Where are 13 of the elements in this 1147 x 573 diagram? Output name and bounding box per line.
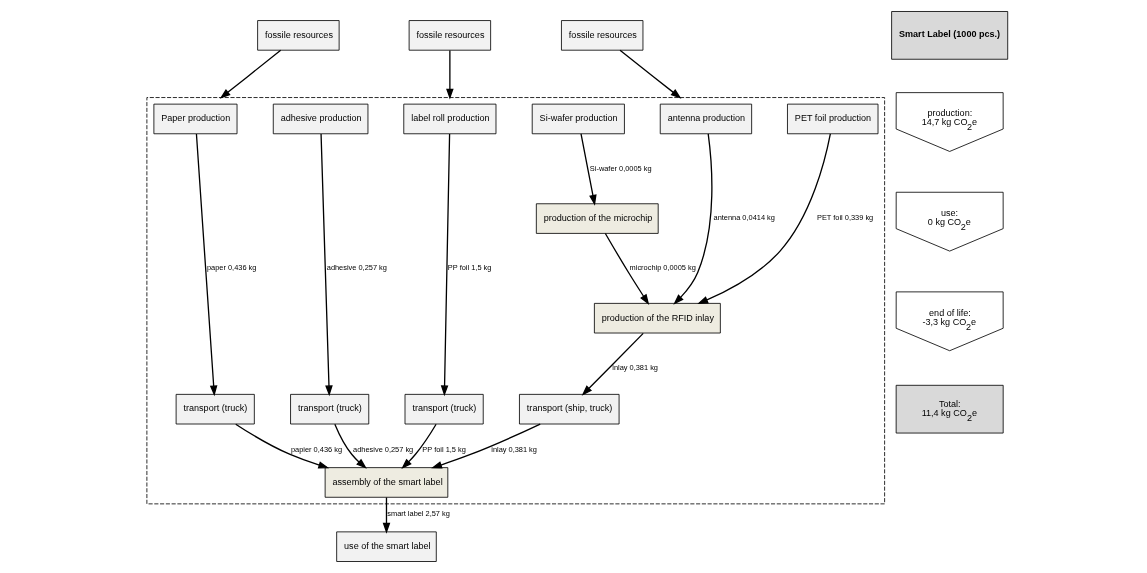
edge-label: microchip 0,0005 kg <box>629 263 696 273</box>
edge-label: adhesive 0,257 kg <box>326 263 387 273</box>
edge-label: antenna 0,0414 kg <box>713 213 775 223</box>
edge-label: inlay 0,381 kg <box>611 362 658 372</box>
edge-label: papier 0,436 kg <box>290 445 342 455</box>
edge-label: inlay 0,381 kg <box>490 445 537 455</box>
edge-label: adhesive 0,257 kg <box>352 445 413 455</box>
edge-label: PP foil 1,5 kg <box>421 445 466 455</box>
edge-label: PP foil 1,5 kg <box>447 263 491 273</box>
edge-label: Si-wafer 0,0005 kg <box>589 163 652 173</box>
edge-label: PET foil 0,339 kg <box>816 213 873 223</box>
edge-label: smart label 2,57 kg <box>386 509 450 519</box>
edge-label: paper 0,436 kg <box>206 263 256 273</box>
